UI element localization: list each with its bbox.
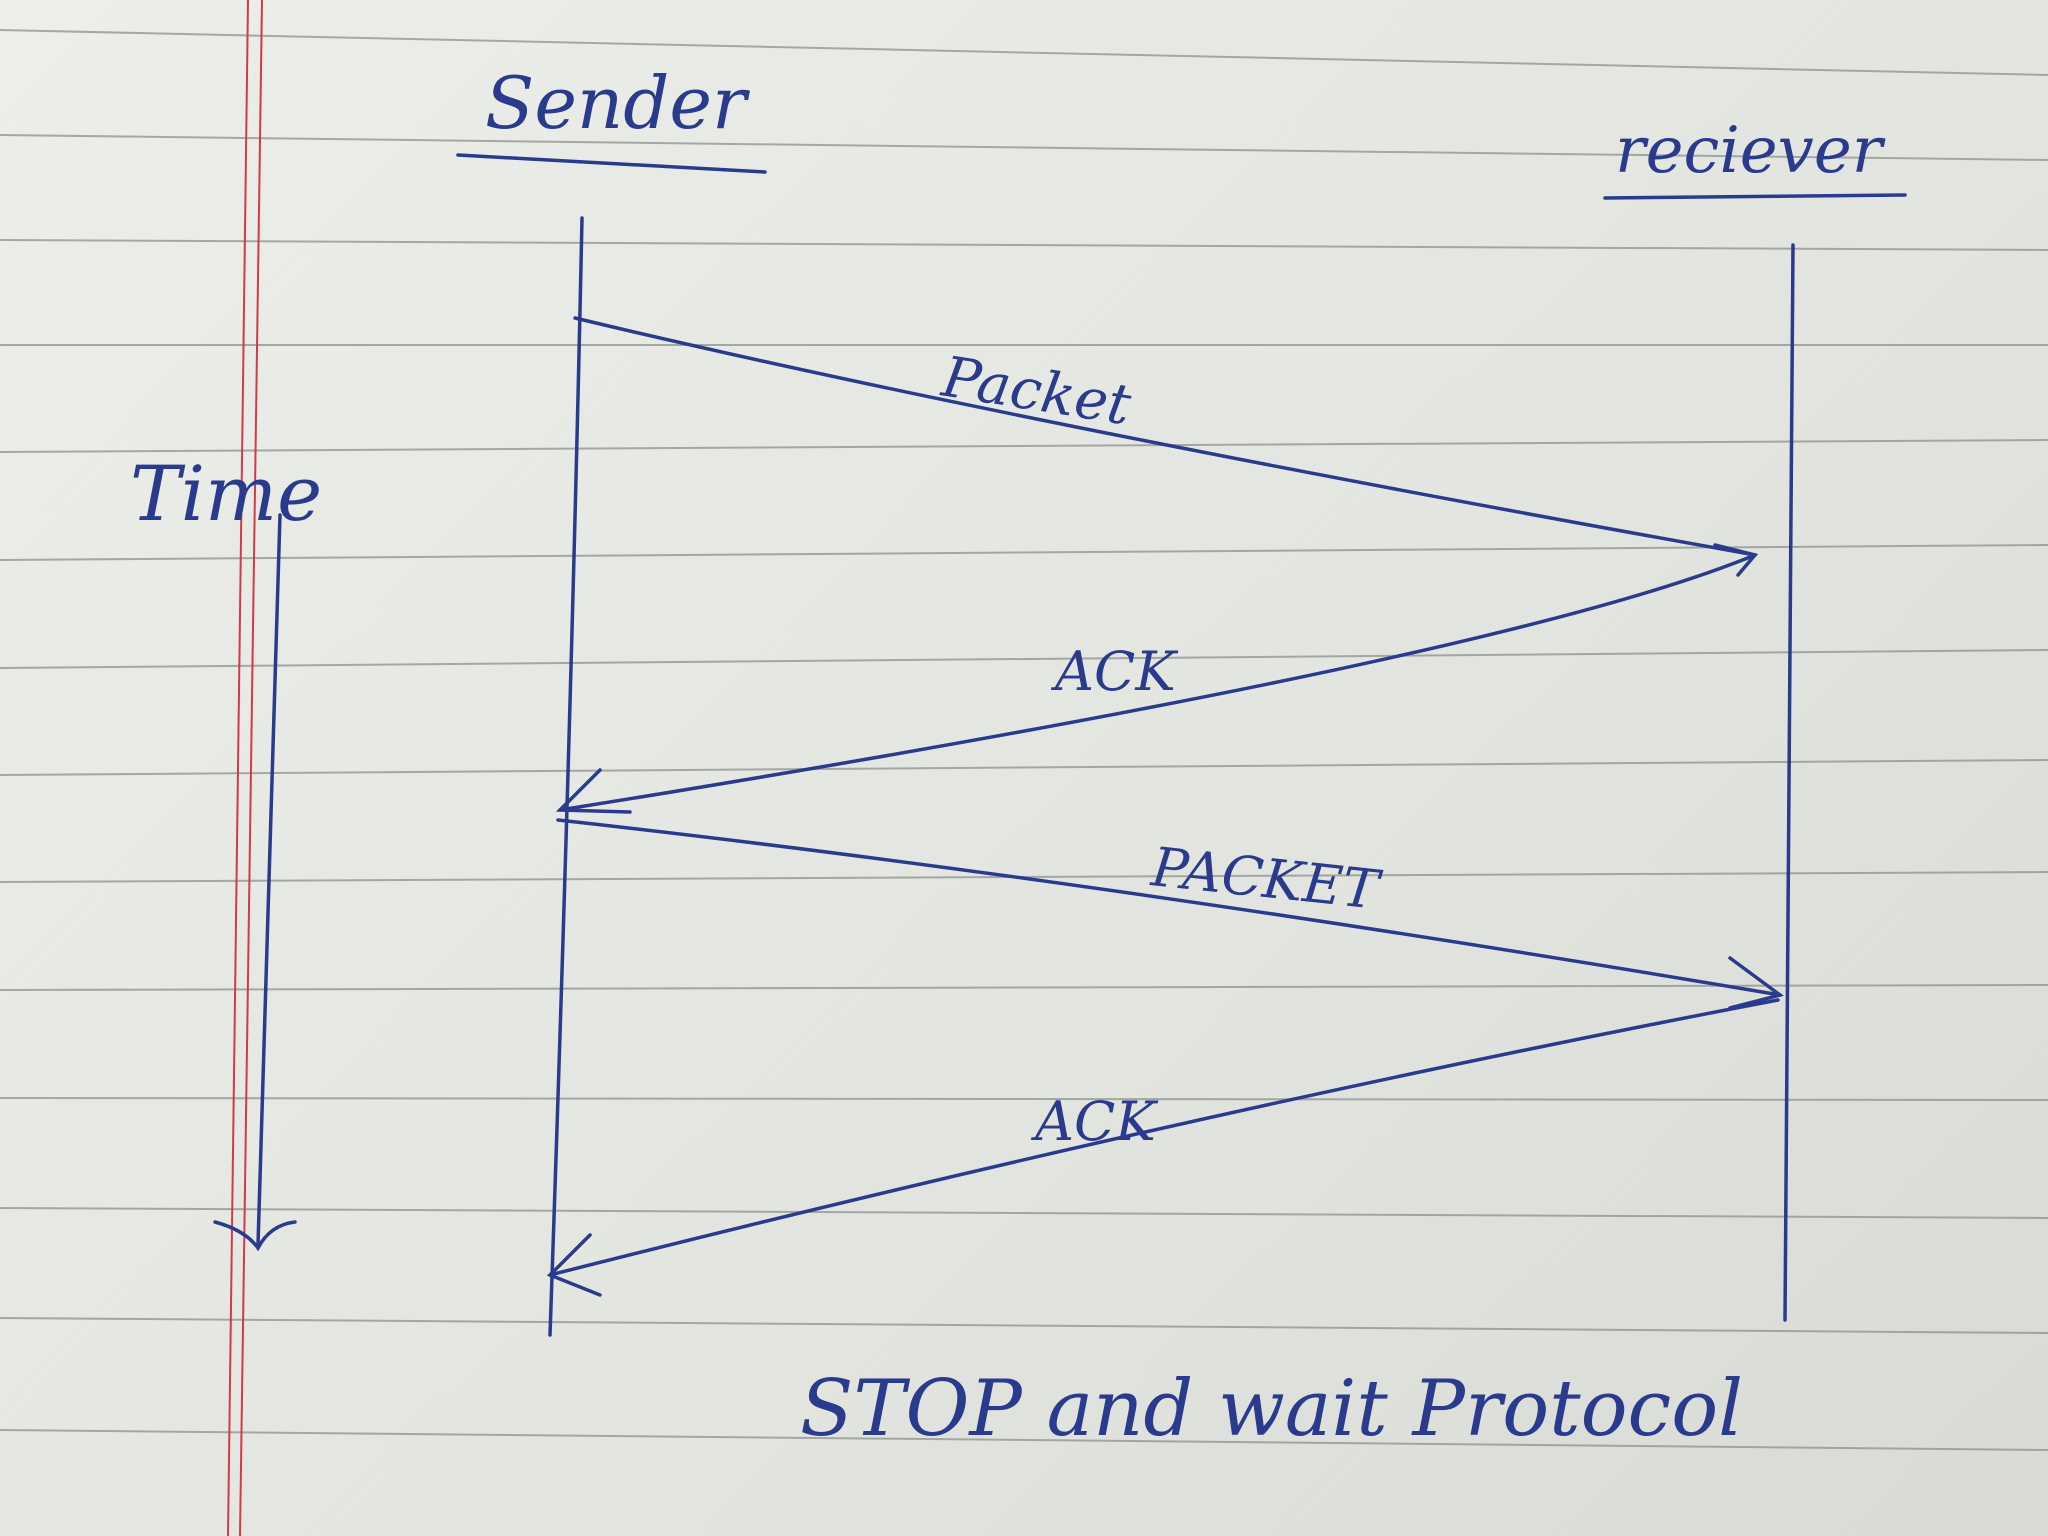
arrowhead-icon [555, 768, 632, 814]
message-label-ack-2: ACK [1030, 1090, 1158, 1153]
receiver-label: reciever [1615, 114, 1886, 188]
receiver-lifeline [1783, 243, 1795, 1322]
receiver-underline [1603, 193, 1907, 200]
message-packet-1 [573, 316, 1757, 557]
margin-lines [227, 0, 263, 1536]
sender-underline [456, 153, 767, 174]
message-ack-2 [548, 998, 1780, 1277]
time-label: Time [130, 449, 322, 538]
sender-label: Sender [485, 61, 750, 145]
message-ack-1 [558, 553, 1757, 812]
arrowhead-icon [1728, 956, 1784, 1010]
message-label-packet-2: PACKET [1148, 835, 1386, 922]
sender-lifeline [548, 216, 584, 1337]
message-packet-2 [556, 818, 1782, 997]
time-arrow-head-icon [213, 1220, 297, 1252]
time-arrow-shaft [256, 513, 282, 1247]
arrowhead-icon [546, 1233, 602, 1297]
ruled-lines [0, 29, 2048, 1451]
message-label-packet-1: Packet [937, 344, 1136, 438]
diagram-title: STOP and wait Protocol [800, 1364, 1743, 1454]
message-label-ack-1: ACK [1050, 640, 1178, 703]
